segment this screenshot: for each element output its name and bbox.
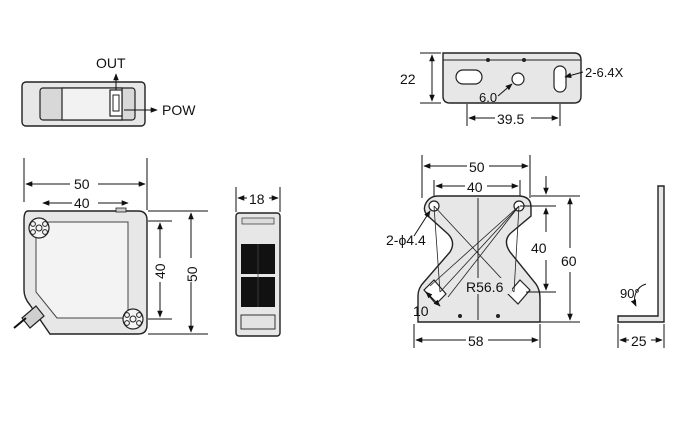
connector-top-view: OUT POW bbox=[21, 55, 196, 127]
radius-lines bbox=[429, 205, 520, 298]
bracket-slot-offset-dim: 10 bbox=[413, 303, 429, 319]
bracket-angle-view: 90° 25 bbox=[617, 185, 665, 349]
pow-label: POW bbox=[162, 102, 196, 118]
sensor-front-view: 50 40 bbox=[13, 158, 208, 335]
side-width-dim: 18 bbox=[249, 191, 265, 207]
bracket-radius-dim: R56.6 bbox=[466, 279, 504, 295]
sensor-side-view: 18 bbox=[235, 187, 281, 337]
bracket-height-dim: 60 bbox=[561, 253, 577, 269]
bracket-hole-span-dim: 40 bbox=[467, 179, 483, 195]
bracket-hole-callout: 2-ϕ4.4 bbox=[386, 232, 426, 248]
bracket-front-view: 50 40 2-ϕ4.4 R56.6 bbox=[386, 155, 580, 349]
bracket-inner-height-dim: 40 bbox=[531, 240, 547, 256]
bracket-top-height-dim: 22 bbox=[400, 71, 416, 87]
front-inner-height-dim: 40 bbox=[152, 263, 168, 279]
front-height-dim: 50 bbox=[184, 266, 200, 282]
bracket-top-view: 22 2-6.4X 6.0 39.5 bbox=[400, 52, 624, 127]
bracket-slot-width-dim: 6.0 bbox=[479, 90, 497, 105]
bracket-width-dim: 50 bbox=[469, 159, 485, 175]
front-width-dim: 50 bbox=[74, 176, 90, 192]
out-label: OUT bbox=[96, 55, 126, 71]
bracket-top-span-dim: 39.5 bbox=[497, 111, 524, 127]
front-hole-top-left bbox=[28, 217, 50, 239]
bracket-angle-leg-dim: 25 bbox=[631, 333, 647, 349]
front-inner-width-dim: 40 bbox=[74, 195, 90, 211]
bracket-base-dim: 58 bbox=[468, 333, 484, 349]
front-hole-bottom-right bbox=[122, 308, 144, 330]
bracket-slot-callout: 2-6.4X bbox=[585, 65, 624, 80]
bracket-angle-dim: 90° bbox=[620, 286, 640, 301]
